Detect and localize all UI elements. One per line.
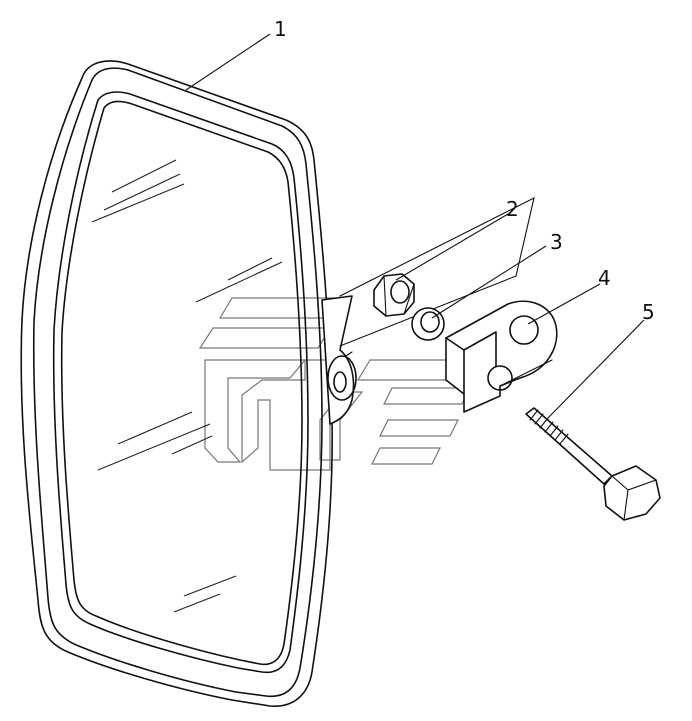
callout-3: 3: [550, 230, 563, 254]
leader-5: [547, 319, 645, 419]
leader-1: [185, 33, 271, 91]
mirror-outer-frame-inner-edge: [32, 67, 323, 698]
mirror-glass-edge: [60, 100, 303, 666]
leader-2: [395, 213, 509, 281]
clamp-bracket-part: [445, 300, 558, 413]
mirror-outer-frame: [20, 60, 333, 707]
mirror-mount-bracket: [321, 295, 357, 425]
mirror-inner-frame: [52, 91, 309, 674]
mirror-part: [20, 60, 333, 707]
glass-reflection-lines: [91, 159, 283, 613]
callout-5: 5: [642, 300, 655, 324]
callout-1: 1: [274, 17, 287, 41]
callout-2: 2: [506, 197, 519, 221]
leader-4: [527, 283, 601, 325]
washer-part: [411, 307, 445, 341]
bolt-thread-lines: [529, 409, 569, 445]
callout-labels: 1 2 3 4 5: [274, 17, 655, 324]
nut-part: [373, 273, 415, 317]
leader-3: [431, 245, 547, 319]
callout-4: 4: [598, 266, 611, 290]
leader-lines: [185, 33, 645, 419]
bolt-part: [525, 407, 661, 521]
